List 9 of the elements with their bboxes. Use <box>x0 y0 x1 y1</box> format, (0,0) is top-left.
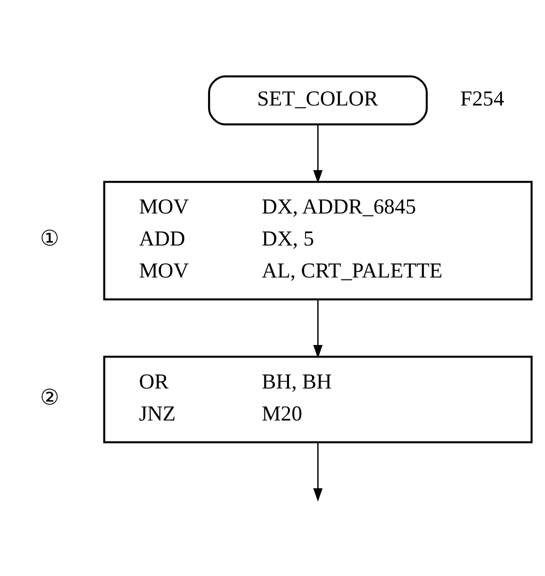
node-box: OR BH, BH JNZ M20 <box>103 355 533 443</box>
arrow <box>313 442 323 502</box>
arrow <box>313 124 323 184</box>
node-box: MOV DX, ADDR_6845 ADD DX, 5 MOV AL, CRT_PALETTE <box>103 180 533 300</box>
node-label: ① <box>40 226 59 250</box>
node-label: F254 <box>460 86 504 110</box>
node-box: SET_COLOR <box>208 74 428 125</box>
arrow <box>313 299 323 358</box>
node-label: ② <box>40 385 59 410</box>
